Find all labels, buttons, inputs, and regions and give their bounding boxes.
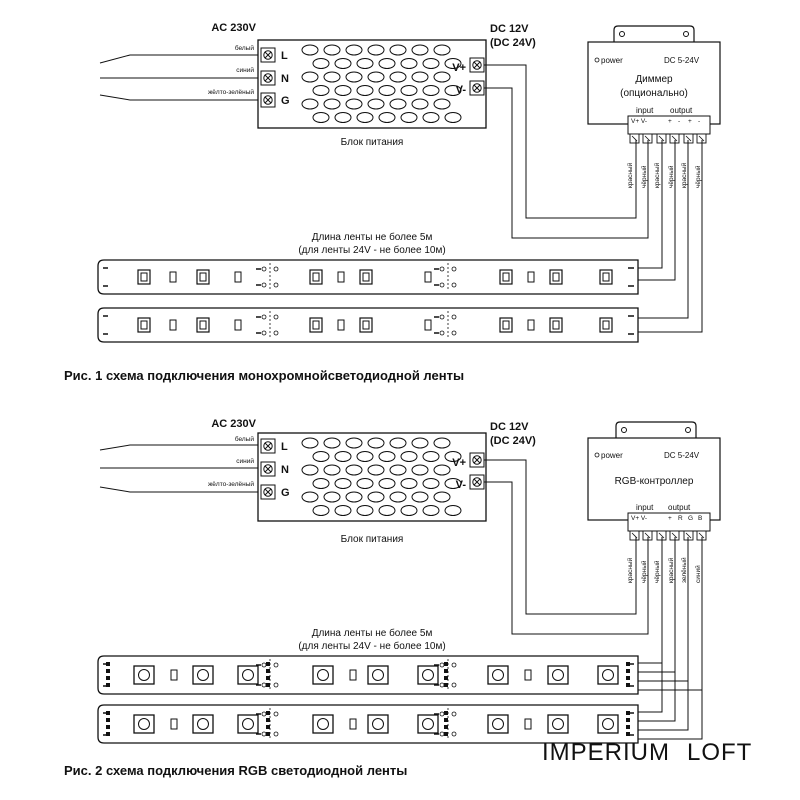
- dc-label: DC 12V: [490, 23, 529, 35]
- output-pin-plus: +: [668, 515, 672, 522]
- dc-label-alt-2: (DC 24V): [490, 435, 536, 447]
- output-pin-2: -: [678, 118, 680, 125]
- terminal-n: N: [281, 73, 289, 85]
- output-label: output: [670, 106, 693, 115]
- terminal-vminus-2: V-: [456, 479, 467, 491]
- caption-fig-2: Рис. 2 схема подключения RGB светодиодно…: [64, 763, 407, 778]
- psu-caption-2: Блок питания: [341, 534, 404, 545]
- pin-wire-6: чёрный: [694, 165, 702, 188]
- pin-wire-4: чёрный: [667, 165, 675, 188]
- output-pin-g: G: [688, 515, 693, 522]
- terminal-vminus: V-: [456, 84, 467, 96]
- power-supply-unit-2: L N G V+ V-: [257, 432, 487, 522]
- ac-label-2: AC 230V: [211, 418, 256, 430]
- input-label: input: [636, 106, 654, 115]
- wire-label-white: белый: [235, 44, 255, 52]
- rgb-strip-1: [97, 655, 639, 695]
- terminal-g: G: [281, 95, 290, 107]
- strip-length-note-24v-2: (для ленты 24V - не более 10м): [298, 640, 445, 652]
- dc-label-2: DC 12V: [490, 421, 529, 433]
- output-pin-3: +: [688, 118, 692, 125]
- strip-length-note-24v: (для ленты 24V - не более 10м): [298, 244, 445, 256]
- terminal-vplus-2: V+: [452, 457, 466, 469]
- rgb-strip-2: [97, 704, 639, 744]
- watermark-imperium: IMPERIUM: [542, 739, 670, 766]
- pin-wire-2-4: красный: [667, 557, 675, 583]
- pin-wire-2-2: чёрный: [640, 560, 648, 583]
- strip-feed-wires-2: [636, 537, 703, 740]
- caption-fig-1: Рис. 1 схема подключения монохромнойсвет…: [64, 368, 464, 383]
- controller-name-note: (опционально): [620, 88, 688, 99]
- watermark-logo: IMPERIUM LOFT: [542, 739, 752, 766]
- wire-label-yellow-green: жёлто-зелёный: [208, 88, 254, 96]
- power-label: power: [601, 56, 623, 65]
- led-strip-2: [97, 307, 639, 343]
- dimmer-controller: power DC 5-24V Диммер (опционально) inpu…: [587, 25, 721, 188]
- wire-label-white-2: белый: [235, 435, 255, 443]
- pin-wire-2-6: синий: [694, 565, 702, 583]
- dc-label-alt: (DC 24V): [490, 37, 536, 49]
- input-pins-2: V+ V-: [631, 515, 647, 522]
- terminal-l-2: L: [281, 441, 288, 453]
- terminal-vplus: V+: [452, 62, 466, 74]
- dc-wires: [484, 64, 649, 239]
- rgb-controller: power DC 5-24V RGB-контроллер input outp…: [587, 421, 721, 583]
- psu-caption: Блок питания: [341, 137, 404, 148]
- pin-wire-3: красный: [653, 162, 661, 188]
- pin-wire-5: красный: [680, 162, 688, 188]
- terminal-l: L: [281, 50, 288, 62]
- wire-label-blue: синий: [236, 66, 254, 74]
- diagram-1: AC 230V белый синий жёлто-зелёный L N G …: [64, 22, 721, 383]
- output-pin-b: B: [698, 515, 702, 522]
- pin-wire-2-5: зелёный: [680, 557, 688, 583]
- psu-vent-grid: [301, 44, 462, 123]
- strip-feed-wires: [636, 140, 703, 333]
- ac-label: AC 230V: [211, 22, 256, 34]
- output-pin-r: R: [678, 515, 683, 522]
- watermark-loft: LOFT: [687, 739, 752, 766]
- pin-wire-2-1: красный: [626, 557, 634, 583]
- input-pins: V+ V-: [631, 118, 647, 125]
- input-label-2: input: [636, 503, 654, 512]
- terminal-g-2: G: [281, 487, 290, 499]
- controller-name-2: RGB-контроллер: [615, 476, 694, 487]
- led-strip-1: [97, 259, 639, 295]
- output-pin-4: -: [698, 118, 700, 125]
- controller-name: Диммер: [635, 74, 673, 85]
- strip-length-note-2: Длина ленты не более 5м: [312, 627, 433, 639]
- strip-length-note: Длина ленты не более 5м: [312, 231, 433, 243]
- pin-wire-2: чёрный: [640, 165, 648, 188]
- output-label-2: output: [668, 503, 691, 512]
- terminal-n-2: N: [281, 464, 289, 476]
- ac-input-wires: [99, 54, 262, 101]
- wire-label-blue-2: синий: [236, 457, 254, 465]
- controller-pin-header: [629, 133, 707, 144]
- wire-label-yellow-green-2: жёлто-зелёный: [208, 480, 254, 488]
- voltage-range-2: DC 5-24V: [664, 451, 700, 460]
- pin-wire-1: красный: [626, 162, 634, 188]
- output-pin-1: +: [668, 118, 672, 125]
- power-supply-unit: L N G V+ V-: [257, 39, 487, 129]
- ac-input-wires-2: [99, 444, 262, 493]
- controller-pin-header: [629, 530, 707, 541]
- psu-vent-grid: [301, 437, 462, 516]
- dc-wires-2: [484, 459, 649, 635]
- pin-wire-2-3: чёрный: [653, 560, 661, 583]
- power-label-2: power: [601, 451, 623, 460]
- diagram-2: AC 230V белый синий жёлто-зелёный L N G …: [64, 418, 721, 778]
- voltage-range: DC 5-24V: [664, 56, 700, 65]
